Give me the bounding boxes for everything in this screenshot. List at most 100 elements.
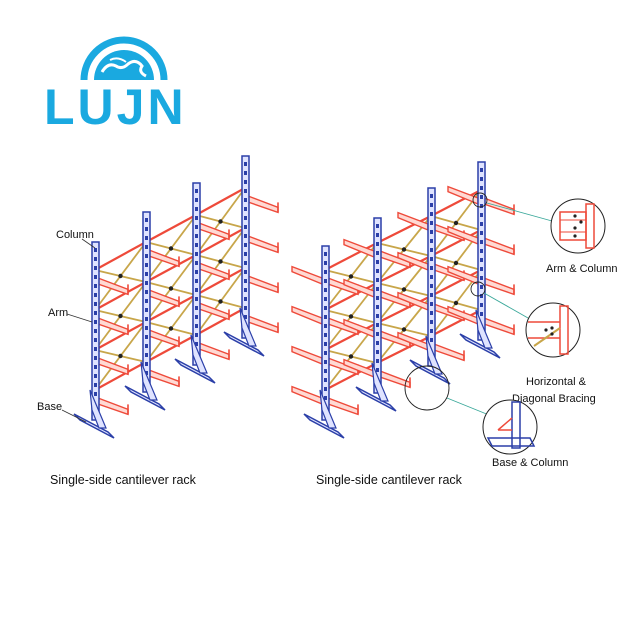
column-slot <box>94 365 97 369</box>
column-slot <box>376 350 379 354</box>
horizontal-bracing <box>195 267 246 296</box>
column-slot <box>376 269 379 273</box>
column-slot <box>376 368 379 372</box>
column-slot <box>195 234 198 238</box>
column-slot <box>324 288 327 292</box>
column-slot <box>324 360 327 364</box>
column-slot <box>430 329 433 333</box>
callout-base-column: Base & Column <box>404 365 568 469</box>
column-slot <box>244 225 247 229</box>
cantilever-arm <box>397 211 429 232</box>
column-slot <box>145 227 148 231</box>
column-slot <box>94 347 97 351</box>
bracing-bolt <box>348 354 354 359</box>
column-slot <box>430 221 433 225</box>
column-slot <box>376 314 379 318</box>
cantilever-arm <box>148 368 180 388</box>
label-column: Column <box>56 229 94 241</box>
column-slot <box>145 371 148 375</box>
column-slot <box>480 231 483 235</box>
column-slot <box>195 306 198 310</box>
left-rack-labels: Column Arm Base Single-side cantilever r… <box>37 229 197 487</box>
rack-base <box>124 385 166 411</box>
column-slot <box>94 302 97 306</box>
column-slot <box>145 245 148 249</box>
horizontal-bracing <box>376 335 432 364</box>
column-slot <box>94 248 97 252</box>
horizontal-bracing <box>195 187 246 216</box>
column-slot <box>195 324 198 328</box>
column-slot <box>94 356 97 360</box>
base-gusset <box>89 389 107 429</box>
rack-base <box>409 359 451 385</box>
column-slot <box>376 242 379 246</box>
column-slot <box>195 225 198 229</box>
column-slot <box>324 306 327 310</box>
callout-arm-column: Arm & Column <box>472 192 618 275</box>
column-slot <box>145 218 148 222</box>
column-slot <box>145 281 148 285</box>
leader-base <box>61 409 87 423</box>
cantilever-arm <box>247 234 279 254</box>
bracing-bolt <box>218 259 223 264</box>
column-slot <box>94 392 97 396</box>
column-slot <box>145 254 148 258</box>
column-slot <box>480 267 483 271</box>
column-slot <box>324 261 327 265</box>
column-slot <box>244 189 247 193</box>
column-slot <box>430 230 433 234</box>
column-slot <box>145 263 148 267</box>
column-slot <box>430 275 433 279</box>
right-rack-callouts: Arm & Column Horizontal & Diagonal Braci… <box>316 192 618 487</box>
cantilever-arm <box>198 221 230 241</box>
base-gusset <box>371 362 389 402</box>
bracing-bolt <box>218 299 223 304</box>
leader-column <box>81 238 96 249</box>
base-gusset <box>319 389 337 429</box>
bracing-bolt <box>168 246 174 251</box>
horizontal-bracing <box>94 281 147 311</box>
column-slot <box>480 276 483 280</box>
column-slot <box>324 387 327 391</box>
column-slot <box>430 293 433 297</box>
column-slot <box>376 341 379 345</box>
column-slot <box>480 213 483 217</box>
callout-label-bracing-line1: Horizontal & <box>526 376 587 388</box>
column-slot <box>195 333 198 337</box>
column-slot <box>430 284 433 288</box>
column-slot <box>195 270 198 274</box>
cantilever-arm <box>97 396 129 416</box>
horizontal-bracing <box>145 254 197 283</box>
label-base: Base <box>37 401 62 413</box>
column-slot <box>244 288 247 292</box>
column-slot <box>94 266 97 270</box>
bracing-bolt <box>401 287 407 292</box>
column-slot <box>195 216 198 220</box>
column-slot <box>324 378 327 382</box>
column-slot <box>376 233 379 237</box>
cantilever-arm <box>483 276 515 296</box>
column-slot <box>480 258 483 262</box>
horizontal-bracing <box>94 361 147 391</box>
column-slot <box>244 261 247 265</box>
bracing-bolt <box>401 327 407 332</box>
column-slot <box>480 168 483 172</box>
horizontal-bracing <box>324 322 378 351</box>
horizontal-bracing <box>376 255 432 284</box>
column-slot <box>430 203 433 207</box>
column-slot <box>94 329 97 333</box>
column-slot <box>244 243 247 247</box>
callout-bracing: Horizontal & Diagonal Bracing <box>470 281 596 405</box>
column-slot <box>430 248 433 252</box>
cantilever-arm <box>148 288 180 308</box>
column-slot <box>195 207 198 211</box>
bracing-bolt <box>348 274 354 279</box>
column-slot <box>480 240 483 244</box>
cantilever-arm <box>198 301 230 321</box>
cantilever-arm <box>247 194 279 214</box>
bracing-bolt <box>168 326 174 331</box>
bracing-group <box>94 187 246 391</box>
horizontal-bracing <box>145 294 197 323</box>
column-slot <box>324 252 327 256</box>
column-slot <box>145 362 148 366</box>
